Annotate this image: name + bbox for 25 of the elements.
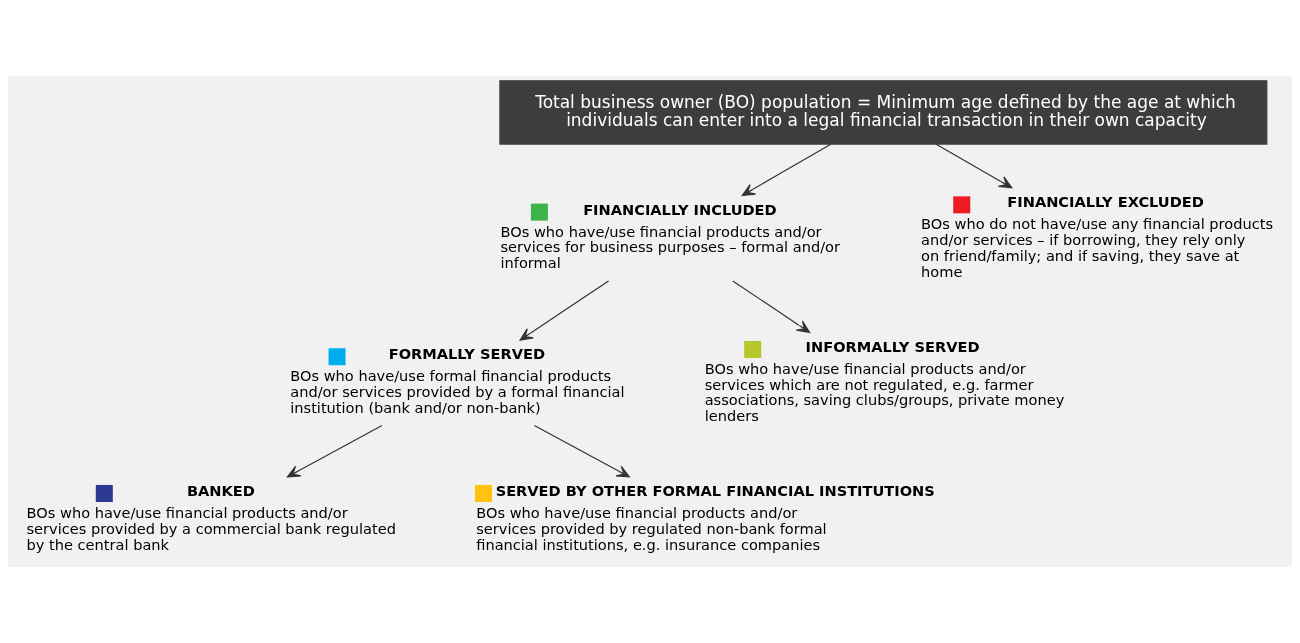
node-label: BOs who do not have/use any financial products and/or services – if borrowing, they rely only on friend/family; and if saving, they save at home — [921, 215, 1274, 280]
node-box — [530, 203, 548, 221]
node-label: BOs who have/use financial products and/or services provided by a commercial bank regulated by the central bank — [26, 503, 396, 553]
node-box — [744, 340, 762, 358]
node-label: FINANCIALLY INCLUDED — [583, 200, 777, 218]
node-label: INFORMALLY SERVED — [805, 338, 980, 356]
arrow — [533, 424, 630, 478]
node-box — [95, 484, 113, 502]
node-box — [328, 348, 346, 366]
node-box — [475, 484, 492, 502]
node-label: SERVED BY OTHER FORMAL FINANCIAL INSTITUTIONS — [495, 482, 935, 500]
arrow — [732, 280, 811, 333]
node-label: BOs who have/use formal financial products and/or services provided by a formal financial institution (bank and/or non-bank) — [290, 367, 625, 416]
node-label: BOs who have/use financial products and/or services for business purposes – formal and/or informal — [500, 222, 841, 272]
arrow — [741, 143, 832, 197]
node-label: BOs who have/use financial products and/or services which are not regulated, e.g. farmer associations, saving clubs/groups, private money lenders — [704, 359, 1065, 425]
node-box — [953, 196, 971, 214]
node-label: FINANCIALLY EXCLUDED — [1007, 193, 1204, 211]
node-label: BOs who have/use financial products and/or services provided by regulated non-bank formal financial institutions, e.g. insurance companies — [476, 503, 827, 553]
arrow — [519, 280, 610, 341]
arrow — [935, 143, 1013, 189]
node-label: BANKED — [186, 482, 255, 500]
node-label: FORMALLY SERVED — [388, 345, 546, 363]
node-box: Total business owner (BO) population = Minimum age defined by the age at which individuals can enter into a legal financial transaction in their own capacity — [499, 80, 1268, 145]
arrow — [286, 424, 383, 478]
